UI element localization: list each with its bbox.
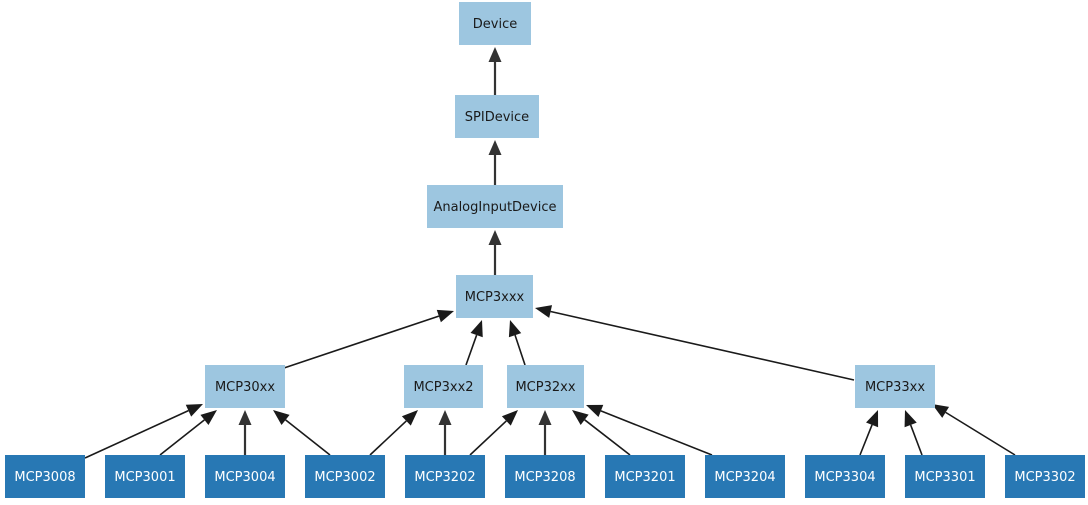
edge-line <box>909 424 923 456</box>
class-node-box[interactable] <box>507 365 584 408</box>
edge-line <box>584 419 631 456</box>
edge-line <box>465 334 478 366</box>
class-node-box[interactable] <box>404 365 483 408</box>
class-node-mcp3004[interactable]: MCP3004 <box>205 455 285 498</box>
class-node-mcp3001[interactable]: MCP3001 <box>105 455 185 498</box>
inheritance-edge <box>488 47 502 95</box>
inheritance-edge <box>84 404 203 459</box>
inheritance-edge <box>469 410 518 456</box>
class-node-mcp3xxx[interactable]: MCP3xxx <box>456 275 533 318</box>
arrow-head-icon <box>932 404 950 418</box>
arrow-head-icon <box>438 410 452 425</box>
inheritance-edge <box>273 410 331 456</box>
class-node-box[interactable] <box>205 455 285 498</box>
edge-layer <box>84 47 1016 459</box>
class-node-mcp3204[interactable]: MCP3204 <box>705 455 785 498</box>
edge-line <box>369 420 407 456</box>
inheritance-edge <box>488 230 502 275</box>
class-node-box[interactable] <box>405 455 485 498</box>
inheritance-edge <box>369 410 418 456</box>
arrow-head-icon <box>436 309 454 323</box>
edge-line <box>514 334 526 366</box>
inheritance-edge <box>572 410 631 456</box>
class-node-box[interactable] <box>855 365 935 408</box>
class-node-box[interactable] <box>705 455 785 498</box>
arrow-head-icon <box>185 404 203 417</box>
edge-line <box>84 409 189 459</box>
class-node-box[interactable] <box>205 365 285 408</box>
class-node-mcp3002[interactable]: MCP3002 <box>305 455 385 498</box>
edge-line <box>550 310 855 381</box>
inheritance-edge <box>283 309 454 369</box>
inheritance-edge <box>465 320 483 366</box>
arrow-head-icon <box>273 410 290 426</box>
inheritance-edge <box>859 410 879 456</box>
inheritance-edge <box>438 410 452 455</box>
class-node-device[interactable]: Device <box>459 2 531 45</box>
class-node-mcp3202[interactable]: MCP3202 <box>405 455 485 498</box>
inheritance-edge <box>586 404 713 456</box>
arrow-head-icon <box>488 47 502 62</box>
class-node-box[interactable] <box>305 455 385 498</box>
edge-line <box>469 420 507 456</box>
class-node-mcp3304[interactable]: MCP3304 <box>805 455 885 498</box>
inheritance-edge <box>932 404 1016 456</box>
arrow-head-icon <box>866 410 879 428</box>
class-node-box[interactable] <box>905 455 985 498</box>
arrow-head-icon <box>200 410 217 426</box>
arrow-head-icon <box>535 305 553 318</box>
class-node-mcp3208[interactable]: MCP3208 <box>505 455 585 498</box>
inheritance-edge <box>904 410 923 456</box>
edge-line <box>159 419 205 456</box>
arrow-head-icon <box>538 410 552 425</box>
inheritance-edge <box>538 410 552 455</box>
arrow-head-icon <box>501 410 518 426</box>
edge-line <box>945 411 1016 456</box>
class-node-box[interactable] <box>505 455 585 498</box>
arrow-head-icon <box>904 410 917 428</box>
class-node-box[interactable] <box>427 185 563 228</box>
inheritance-edge <box>508 320 526 366</box>
class-node-mcp3301[interactable]: MCP3301 <box>905 455 985 498</box>
class-node-box[interactable] <box>1005 455 1085 498</box>
arrow-head-icon <box>470 320 483 338</box>
class-node-mcp3302[interactable]: MCP3302 <box>1005 455 1085 498</box>
class-node-box[interactable] <box>456 275 533 318</box>
arrow-head-icon <box>572 410 589 425</box>
edge-line <box>859 424 873 456</box>
class-node-mcp32xx[interactable]: MCP32xx <box>507 365 584 408</box>
class-node-spidevice[interactable]: SPIDevice <box>455 95 539 138</box>
class-node-box[interactable] <box>105 455 185 498</box>
edge-line <box>285 419 331 456</box>
class-node-mcp33xx[interactable]: MCP33xx <box>855 365 935 408</box>
class-node-box[interactable] <box>605 455 685 498</box>
class-node-box[interactable] <box>5 455 85 498</box>
inheritance-edge <box>238 410 252 455</box>
class-node-box[interactable] <box>455 95 539 138</box>
edge-line <box>600 410 713 456</box>
arrow-head-icon <box>238 410 252 425</box>
class-node-mcp3008[interactable]: MCP3008 <box>5 455 85 498</box>
inheritance-edge <box>488 140 502 185</box>
edge-line <box>283 315 440 369</box>
class-node-mcp30xx[interactable]: MCP30xx <box>205 365 285 408</box>
arrow-head-icon <box>508 320 522 338</box>
inheritance-edge <box>535 305 855 381</box>
class-node-box[interactable] <box>805 455 885 498</box>
arrow-head-icon <box>488 140 502 155</box>
arrow-head-icon <box>586 404 604 417</box>
class-node-analoginputdevice[interactable]: AnalogInputDevice <box>427 185 563 228</box>
arrow-head-icon <box>401 410 418 426</box>
class-node-mcp3201[interactable]: MCP3201 <box>605 455 685 498</box>
arrow-head-icon <box>488 230 502 245</box>
inheritance-edge <box>159 410 217 456</box>
class-node-box[interactable] <box>459 2 531 45</box>
class-node-mcp3xx2[interactable]: MCP3xx2 <box>404 365 483 408</box>
